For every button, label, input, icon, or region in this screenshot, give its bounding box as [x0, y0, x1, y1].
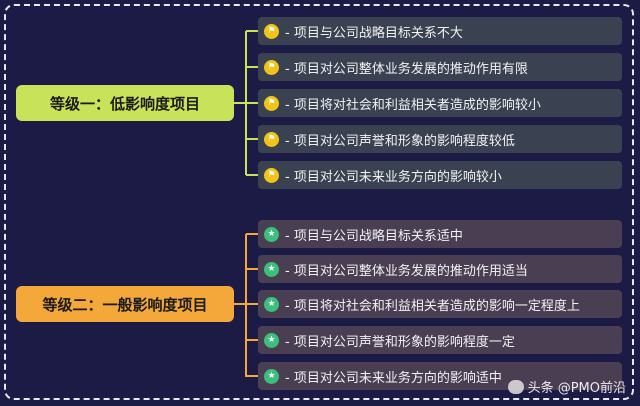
list-item: ⚑ - 项目对公司声誉和形象的影响程度较低 — [258, 125, 622, 153]
watermark-text: 头条 @PMO前沿 — [527, 381, 626, 396]
flag-icon: ⚑ — [264, 167, 279, 183]
star-icon: ★ — [264, 368, 279, 384]
flag-icon: ⚑ — [264, 95, 279, 111]
list-item: ★ - 项目对公司整体业务发展的推动作用适当 — [258, 255, 622, 283]
star-icon: ★ — [264, 261, 279, 277]
group-2-label: 等级二：一般影响度项目 — [16, 286, 234, 322]
list-item: ⚑ - 项目对公司整体业务发展的推动作用有限 — [258, 53, 622, 81]
list-item: ★ - 项目将对社会和利益相关者造成的影响一定程度上 — [258, 290, 622, 318]
star-icon: ★ — [264, 332, 279, 348]
group-1-connectors — [234, 30, 258, 176]
group-2-connectors — [234, 233, 258, 377]
star-icon: ★ — [264, 226, 279, 242]
flag-icon: ⚑ — [264, 131, 279, 147]
dashed-frame — [4, 4, 634, 400]
list-item: ⚑ - 项目与公司战略目标关系不大 — [258, 17, 622, 45]
flag-icon: ⚑ — [264, 23, 279, 39]
watermark: 头条 @PMO前沿 — [507, 377, 626, 396]
star-icon: ★ — [264, 296, 279, 312]
list-item: ★ - 项目对公司声誉和形象的影响程度一定 — [258, 326, 622, 354]
group-1-label: 等级一：低影响度项目 — [16, 85, 234, 121]
list-item: ⚑ - 项目将对社会和利益相关者造成的影响较小 — [258, 89, 622, 117]
list-item: ⚑ - 项目对公司未来业务方向的影响较小 — [258, 161, 622, 189]
chat-bubble-icon — [507, 379, 524, 394]
flag-icon: ⚑ — [264, 59, 279, 75]
list-item: ★ - 项目对公司未来业务方向的影响适中 — [258, 362, 622, 390]
list-item: ★ - 项目与公司战略目标关系适中 — [258, 220, 622, 248]
